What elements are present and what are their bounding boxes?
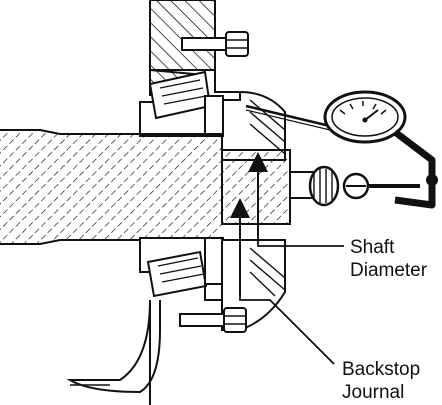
backstop-journal-label-line2: Journal: [342, 382, 405, 403]
top-bolt: [181, 37, 227, 51]
indicator-holder-arm: [392, 129, 436, 209]
housing-bottom: [66, 299, 247, 405]
roller-bearing-top: [139, 70, 224, 137]
dial-indicator: [245, 90, 438, 209]
roller-bearing-bottom: [139, 237, 224, 298]
backstop-journal-section: [221, 149, 291, 225]
backstop-journal-label-line1: Backstop: [342, 359, 421, 380]
shaft-diameter-arrows: [230, 152, 344, 365]
dial-gauge-face: [323, 90, 407, 144]
top-bolt-head: [225, 31, 249, 57]
indicator-knob: [308, 165, 340, 207]
shaft-diameter-label-line2: Diameter: [350, 260, 428, 281]
shaft-diameter-label-line1: Shaft: [350, 237, 395, 258]
shaft-diameter-label: Shaft Diameter: [350, 236, 427, 282]
backstop-journal-label: Backstop Journal: [342, 358, 420, 404]
backstop-journal-leader: [239, 296, 335, 365]
bottom-bolt: [179, 313, 225, 327]
shaft-diameter-leader: [257, 236, 344, 247]
bottom-bolt-head: [223, 307, 247, 333]
housing-top: [149, 0, 249, 93]
